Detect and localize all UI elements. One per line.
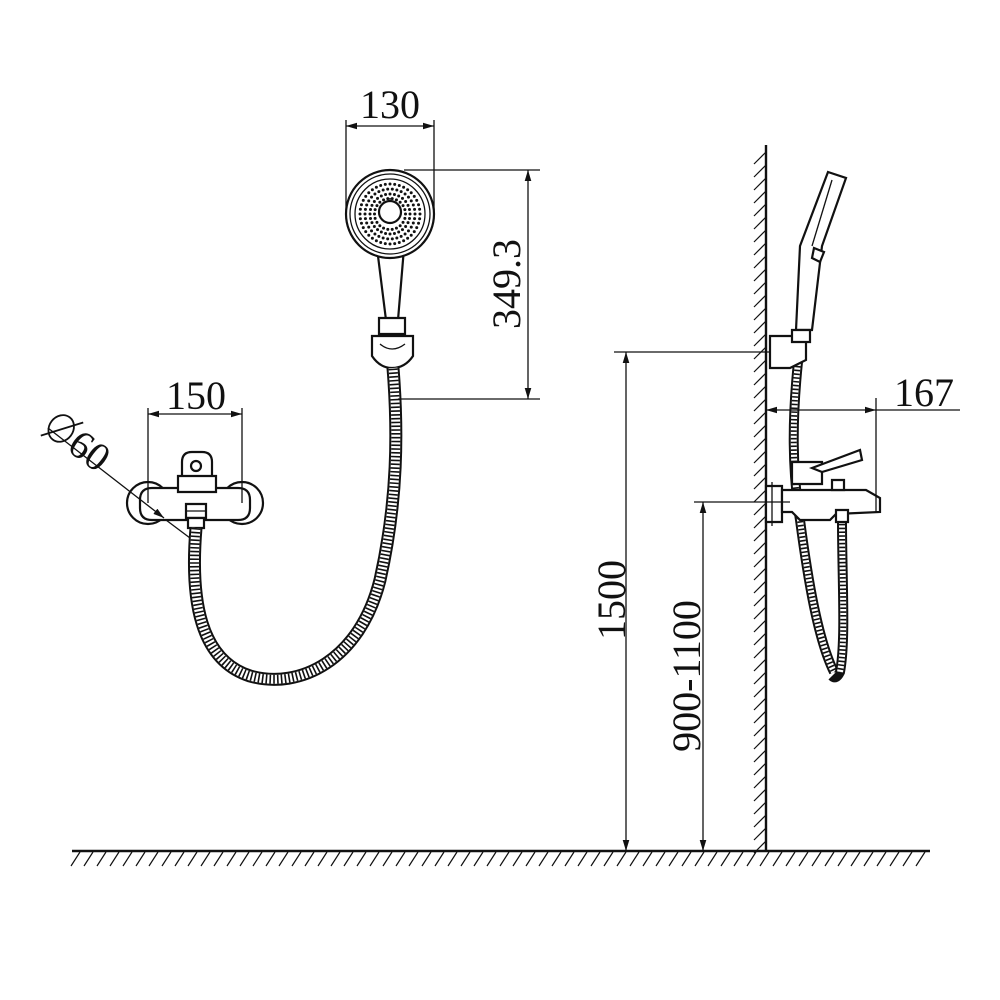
dim-head-height: 349.3: [398, 169, 540, 400]
dim-head-width-label: 130: [360, 82, 420, 127]
spray-nozzles: [358, 182, 422, 246]
dim-flange-diameter-label: 60: [60, 421, 119, 481]
dim-head-width: 130: [345, 82, 435, 214]
wall-hatching: [753, 151, 767, 854]
dim-holder-height-label: 1500: [589, 560, 634, 640]
dim-holder-height: 1500: [589, 351, 770, 851]
dim-mixer-height-label: 900-1100: [664, 600, 709, 752]
dim-projection: 167: [766, 370, 960, 512]
dim-head-height-label: 349.3: [484, 239, 529, 329]
hand-shower-side-view: [768, 170, 849, 683]
dim-projection-label: 167: [894, 370, 954, 415]
floor-line: [70, 849, 930, 867]
mixer-front-view: [125, 450, 265, 530]
dim-mixer-centers: 150: [147, 373, 243, 503]
hand-shower-front-view: [344, 168, 436, 370]
dim-mixer-height: 900-1100: [664, 501, 790, 851]
dim-mixer-centers-label: 150: [166, 373, 226, 418]
wall-section: [753, 145, 768, 854]
floor-hatching: [70, 851, 926, 867]
shower-hose: [187, 367, 403, 686]
diameter-icon: [40, 414, 84, 443]
mixer-side-view: [764, 448, 882, 526]
